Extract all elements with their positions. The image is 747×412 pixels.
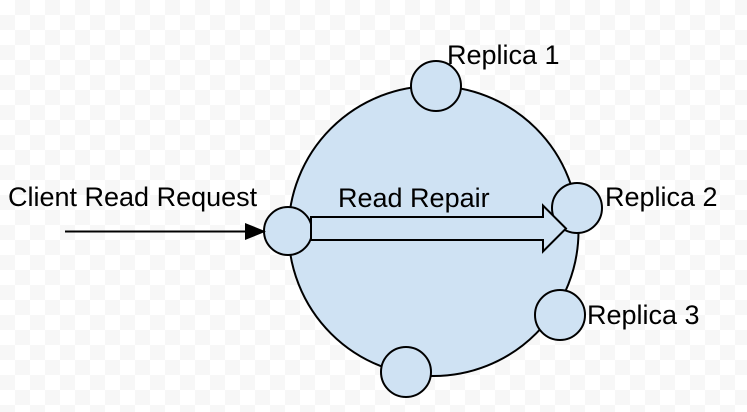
replica-3-label: Replica 3: [587, 300, 700, 330]
replica-2-node: [551, 182, 603, 234]
replica-1-node: [410, 60, 462, 112]
client-read-request-label: Client Read Request: [8, 182, 258, 212]
read-repair-label: Read Repair: [338, 183, 490, 213]
replica-1-label: Replica 1: [447, 40, 560, 70]
replica-3-node: [534, 289, 586, 341]
bottom-node: [380, 346, 432, 398]
client-read-request-arrowhead-icon: [245, 223, 266, 240]
coordinator-node: [263, 206, 313, 256]
read-repair-block-arrow-icon: [310, 203, 568, 254]
replica-2-label: Replica 2: [605, 182, 718, 212]
